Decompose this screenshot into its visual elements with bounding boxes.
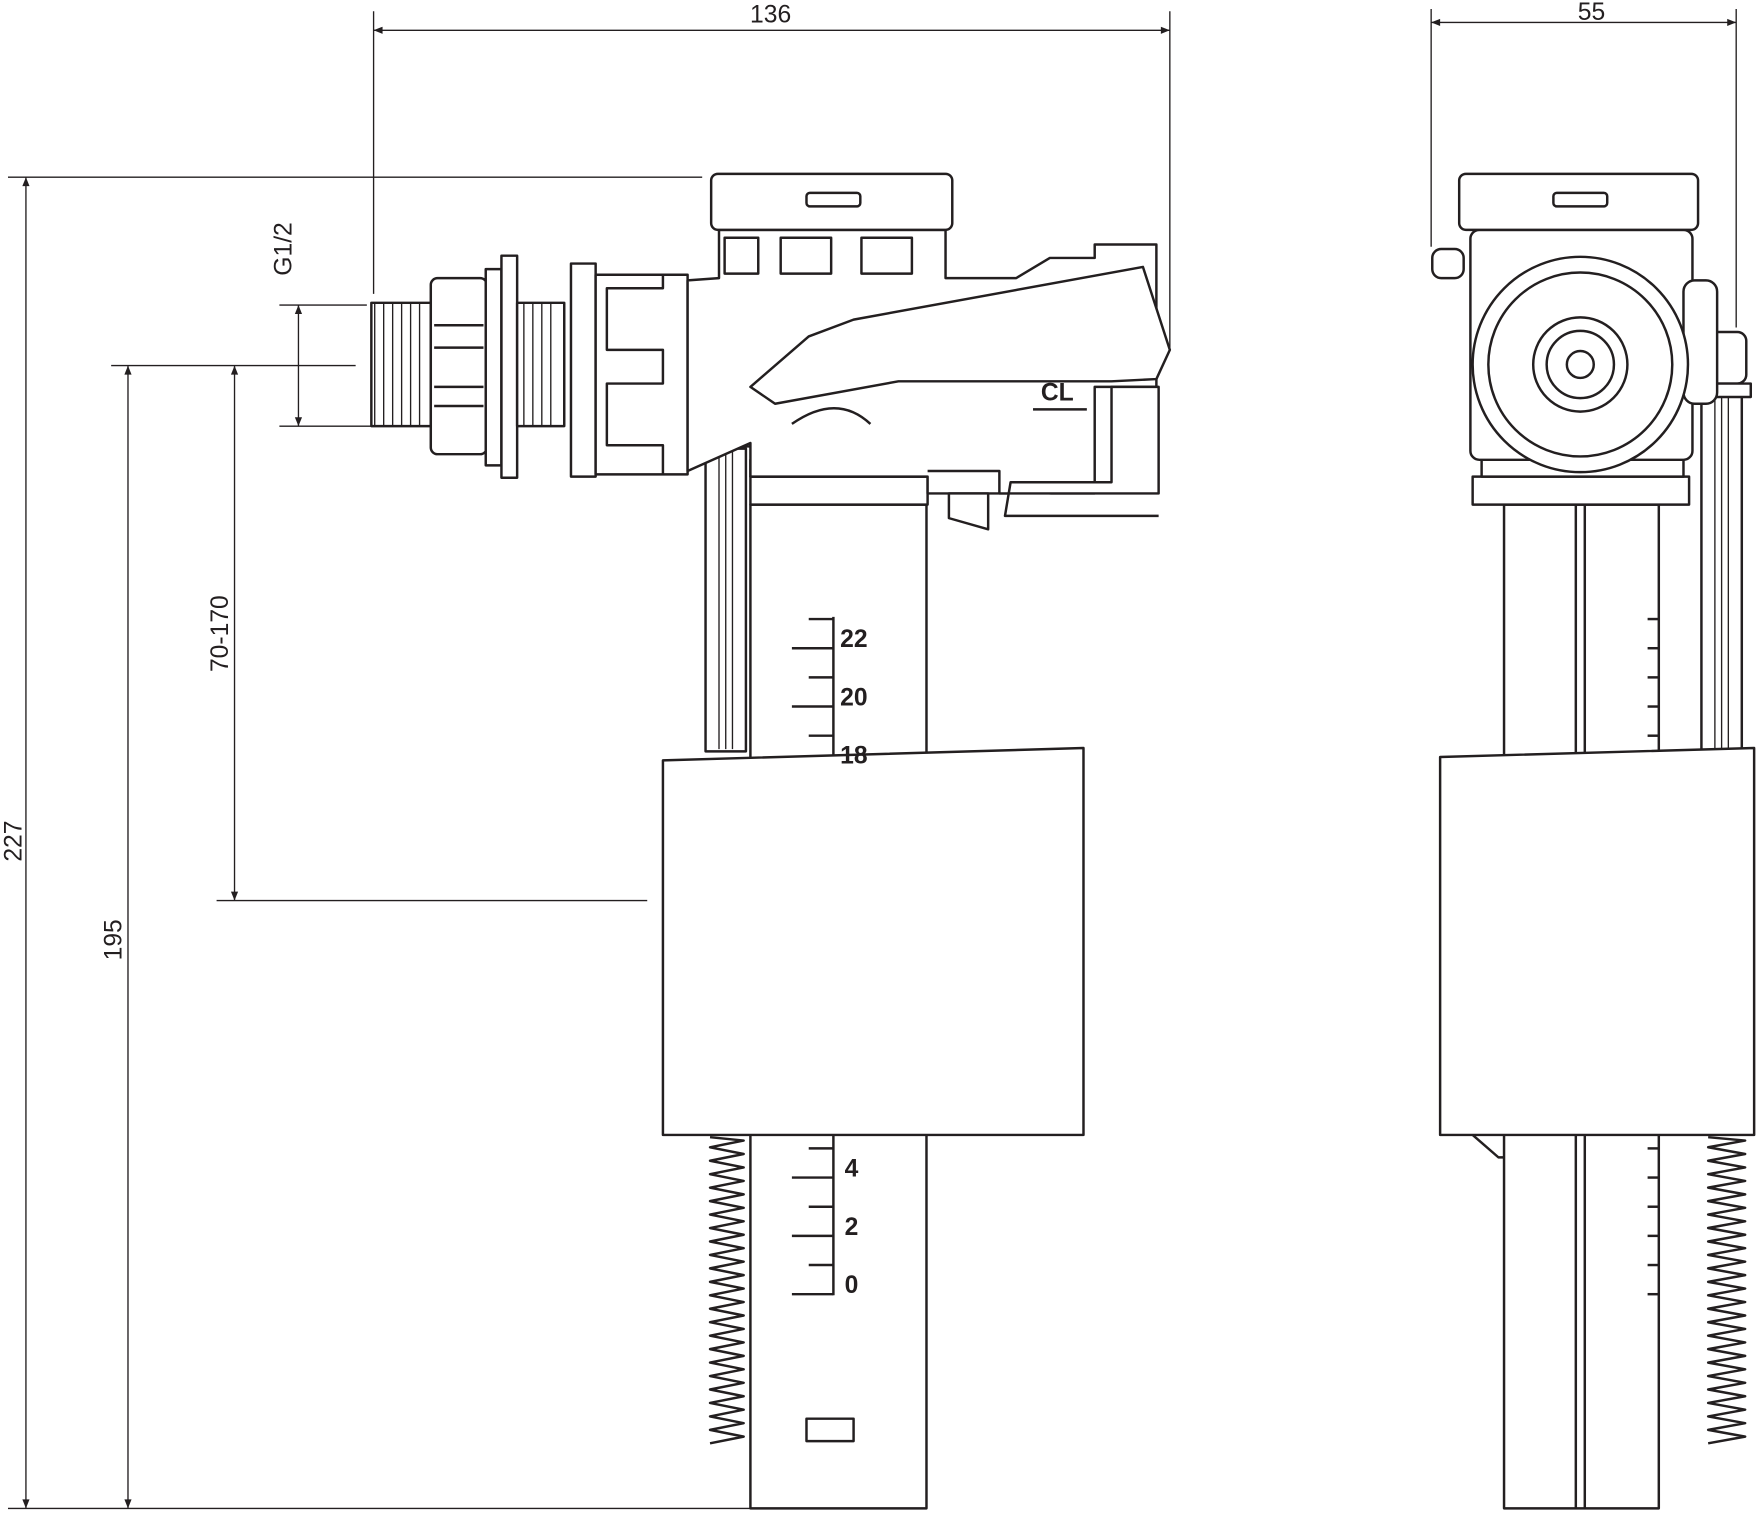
scale-mark-22: 22 — [840, 626, 867, 653]
dimension-label-g1-2: G1/2 — [271, 222, 298, 275]
dimension-label-195: 195 — [100, 919, 127, 960]
scale-mark-0: 0 — [845, 1272, 859, 1299]
dimension-label-70-170: 70-170 — [207, 595, 234, 672]
side-scale-ticks — [1647, 617, 1659, 1296]
inlet-nut-circle — [1471, 255, 1690, 474]
dimension-label-227: 227 — [0, 821, 27, 862]
dimension-227: 227 — [0, 176, 751, 1510]
side-cap — [1457, 172, 1700, 232]
dimension-g1-2: G1/2 — [271, 222, 372, 427]
front-view: 22 20 4 2 0 — [370, 172, 1172, 1510]
scale-mark-2: 2 — [845, 1214, 859, 1241]
side-float — [1438, 746, 1756, 1137]
dimension-label-136: 136 — [750, 1, 791, 28]
scale-mark-4: 4 — [845, 1155, 859, 1182]
scale-mark-18: 18 — [840, 743, 867, 770]
dimension-55: 55 — [1430, 0, 1737, 328]
side-spring — [1706, 1135, 1747, 1445]
side-inlet-nozzle — [1431, 247, 1465, 280]
dimension-label-55: 55 — [1578, 0, 1605, 26]
front-float — [661, 746, 1085, 1137]
lever-arm — [749, 265, 1172, 405]
centerline-label: CL — [1041, 379, 1074, 406]
dimension-195: 195 — [100, 364, 356, 1509]
tube-slot — [805, 1417, 855, 1443]
side-view — [1431, 172, 1756, 1510]
front-spring — [708, 1135, 745, 1445]
valve-cap — [709, 172, 954, 232]
scale-mark-20: 20 — [840, 684, 867, 711]
threaded-inlet — [370, 254, 689, 479]
dimension-136: 136 — [372, 1, 1171, 350]
dimension-70-170: 70-170 — [207, 365, 648, 902]
